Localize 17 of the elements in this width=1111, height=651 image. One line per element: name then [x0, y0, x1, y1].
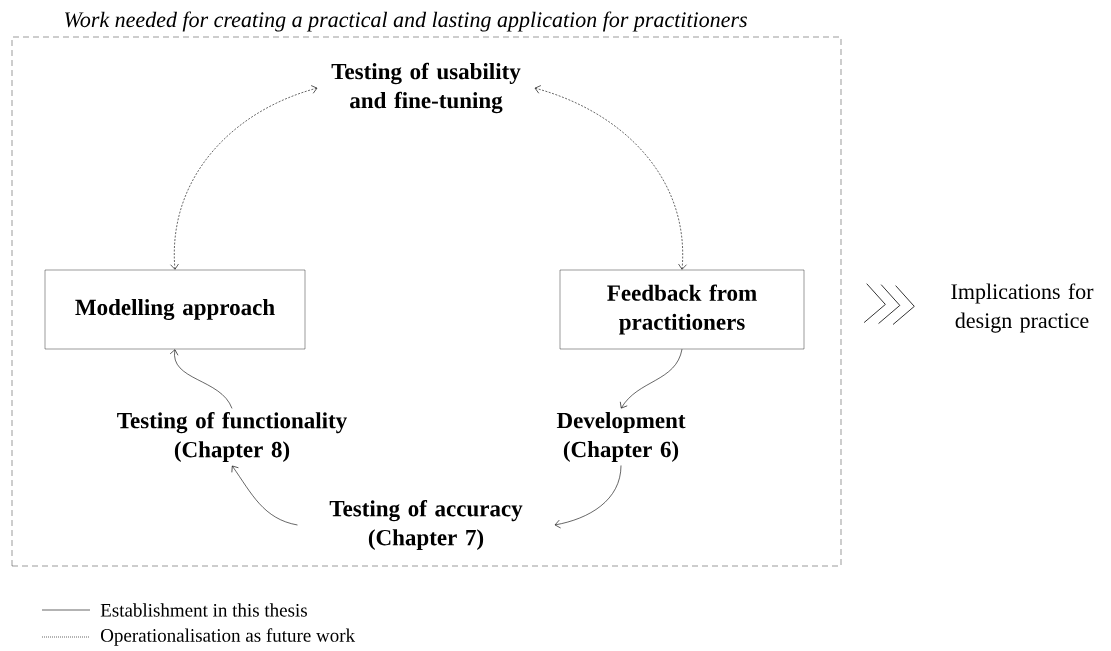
- frame-heading: Work needed for creating a practical and lasting application for practitioners: [64, 11, 747, 32]
- arrow: [534, 85, 687, 270]
- process-box: Modelling approach: [44, 269, 306, 350]
- legend-text: Establishment in this thesis: [100, 603, 307, 617]
- step-label: Testing of accuracy (Chapter 7): [329, 499, 523, 551]
- outcome-label: Implications for design practice: [951, 283, 1094, 333]
- arrow: [231, 465, 298, 526]
- arrow: [170, 85, 318, 270]
- arrow: [620, 348, 683, 409]
- step-label: Development (Chapter 6): [556, 412, 686, 462]
- legend-text: Operationalisation as future work: [101, 628, 356, 646]
- chevron-arrow: [863, 283, 915, 325]
- arrow: [169, 349, 233, 409]
- step-label: Testing of functionality (Chapter 8): [117, 411, 347, 463]
- process-box: Feedback from practitioners: [559, 269, 805, 350]
- step-label: Testing of usability and fine-tuning: [331, 62, 521, 114]
- arrow: [554, 465, 622, 529]
